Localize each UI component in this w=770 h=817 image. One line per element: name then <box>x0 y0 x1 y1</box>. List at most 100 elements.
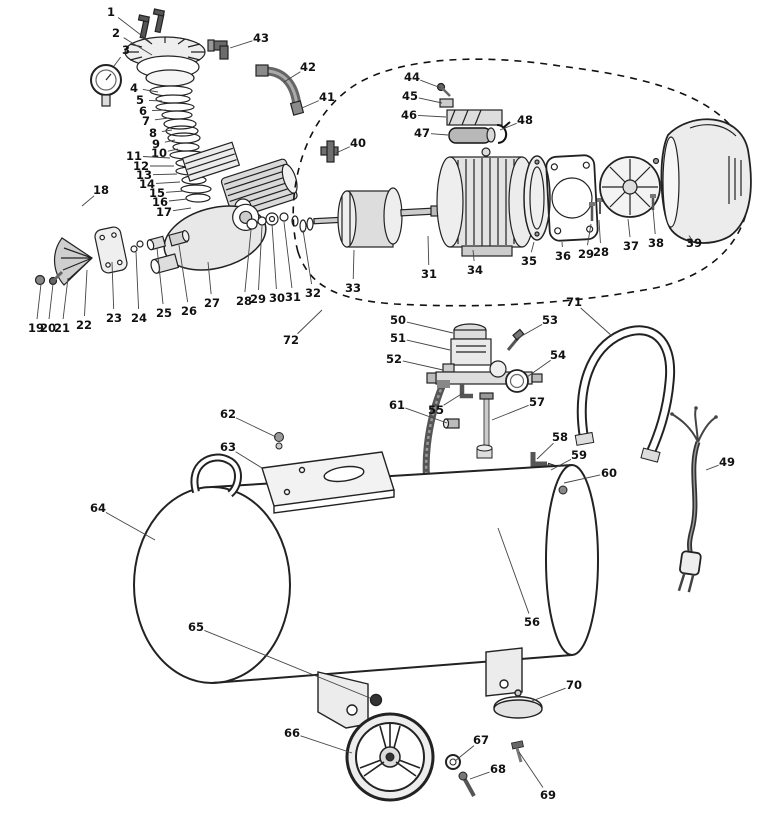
leader-line-59 <box>550 458 572 471</box>
part-label-48: 48 <box>517 113 533 127</box>
leader-line-62 <box>235 417 277 438</box>
power-cord <box>670 406 718 593</box>
part-label-29: 29 <box>578 247 594 261</box>
leader-line-3 <box>113 56 121 67</box>
leader-line-44 <box>420 79 442 89</box>
motor-enclosure-dashed <box>292 58 751 307</box>
unloader-bolt <box>506 328 525 351</box>
part-label-30: 30 <box>269 291 285 305</box>
leader-line-46 <box>417 115 447 118</box>
part-label-20: 20 <box>40 321 56 335</box>
leader-line-31 <box>427 235 430 266</box>
leader-line-26 <box>178 244 189 303</box>
leader-line-22 <box>84 269 88 317</box>
part-label-59: 59 <box>571 448 587 462</box>
leader-line-9 <box>164 139 176 143</box>
stator <box>436 147 536 257</box>
part-label-21: 21 <box>54 321 70 335</box>
part-label-67: 67 <box>473 733 489 747</box>
leader-line-41 <box>301 100 319 109</box>
leader-line-42 <box>283 71 301 83</box>
part-label-23: 23 <box>106 311 122 325</box>
leader-line-25 <box>156 247 164 305</box>
part-label-70: 70 <box>566 678 582 692</box>
part-label-13: 13 <box>136 168 152 182</box>
part-label-24: 24 <box>131 311 147 325</box>
leader-line-19 <box>36 283 42 320</box>
part-label-64: 64 <box>90 501 106 515</box>
leader-line-29 <box>258 225 263 291</box>
leader-line-37 <box>627 218 631 238</box>
part-label-46: 46 <box>401 108 417 122</box>
leader-line-55 <box>443 392 464 406</box>
leader-line-13 <box>152 173 178 176</box>
pressure-switch-assembly <box>426 323 543 449</box>
leader-line-67 <box>454 745 475 762</box>
part-label-68: 68 <box>490 762 506 776</box>
standpipe <box>479 392 494 449</box>
part-label-58: 58 <box>552 430 568 444</box>
part-label-22: 22 <box>76 318 92 332</box>
part-label-7: 7 <box>142 114 150 128</box>
leader-line-48 <box>499 122 517 131</box>
leader-line-68 <box>469 771 490 780</box>
leader-line-61 <box>405 407 448 424</box>
leader-line-27 <box>207 261 212 295</box>
part-label-28: 28 <box>236 294 252 308</box>
part-label-43: 43 <box>253 31 269 45</box>
leader-line-47 <box>430 133 449 136</box>
leader-line-34 <box>472 249 475 262</box>
part-label-11: 11 <box>126 149 142 163</box>
part-label-33: 33 <box>345 281 361 295</box>
part-label-31: 31 <box>285 290 301 304</box>
leader-line-5 <box>148 99 163 102</box>
air-filter <box>34 226 190 286</box>
part-label-51: 51 <box>390 331 406 345</box>
leader-line-35 <box>530 241 535 253</box>
part-label-72: 72 <box>283 333 299 347</box>
leader-line-69 <box>518 751 544 788</box>
leader-line-72 <box>297 309 323 335</box>
manifold-elbow <box>459 384 473 399</box>
leader-line-65 <box>204 629 371 699</box>
fan-bolt <box>650 194 656 210</box>
mounting-bracket <box>545 154 599 242</box>
wheel <box>345 712 435 802</box>
part-label-63: 63 <box>220 440 236 454</box>
part-label-38: 38 <box>648 236 664 250</box>
leader-line-23 <box>111 261 115 310</box>
leader-line-57 <box>491 404 529 421</box>
tank-handle-loop <box>190 453 242 498</box>
crankcase <box>150 203 267 274</box>
part-label-14: 14 <box>139 177 155 191</box>
part-label-3: 3 <box>122 43 130 57</box>
part-label-35: 35 <box>521 254 537 268</box>
leader-line-6 <box>151 109 167 112</box>
leader-line-40 <box>335 146 350 154</box>
part-label-36: 36 <box>555 249 571 263</box>
pump-platform <box>261 451 395 514</box>
outlet-gauge <box>505 369 529 393</box>
part-label-62: 62 <box>220 407 236 421</box>
leader-line-50 <box>406 321 454 334</box>
part-label-29: 29 <box>250 292 266 306</box>
part-labels-layer: 1234342414567891011121314151617184019202… <box>28 5 735 802</box>
power-plug <box>677 550 702 593</box>
part-label-53: 53 <box>542 313 558 327</box>
rear-leg <box>485 647 523 697</box>
pump-assembly <box>34 8 339 286</box>
part-label-65: 65 <box>188 620 204 634</box>
part-label-1: 1 <box>107 5 115 19</box>
leader-line-7 <box>154 117 170 121</box>
part-label-5: 5 <box>136 93 144 107</box>
leader-line-28 <box>598 219 601 244</box>
tank <box>133 444 599 684</box>
part-label-10: 10 <box>151 146 167 160</box>
carry-handle <box>574 325 676 463</box>
leader-line-58 <box>536 442 554 460</box>
tank-top-fitting <box>476 444 493 459</box>
part-label-9: 9 <box>152 137 160 151</box>
part-label-25: 25 <box>156 306 172 320</box>
part-label-52: 52 <box>386 352 402 366</box>
leader-line-45 <box>418 97 443 104</box>
